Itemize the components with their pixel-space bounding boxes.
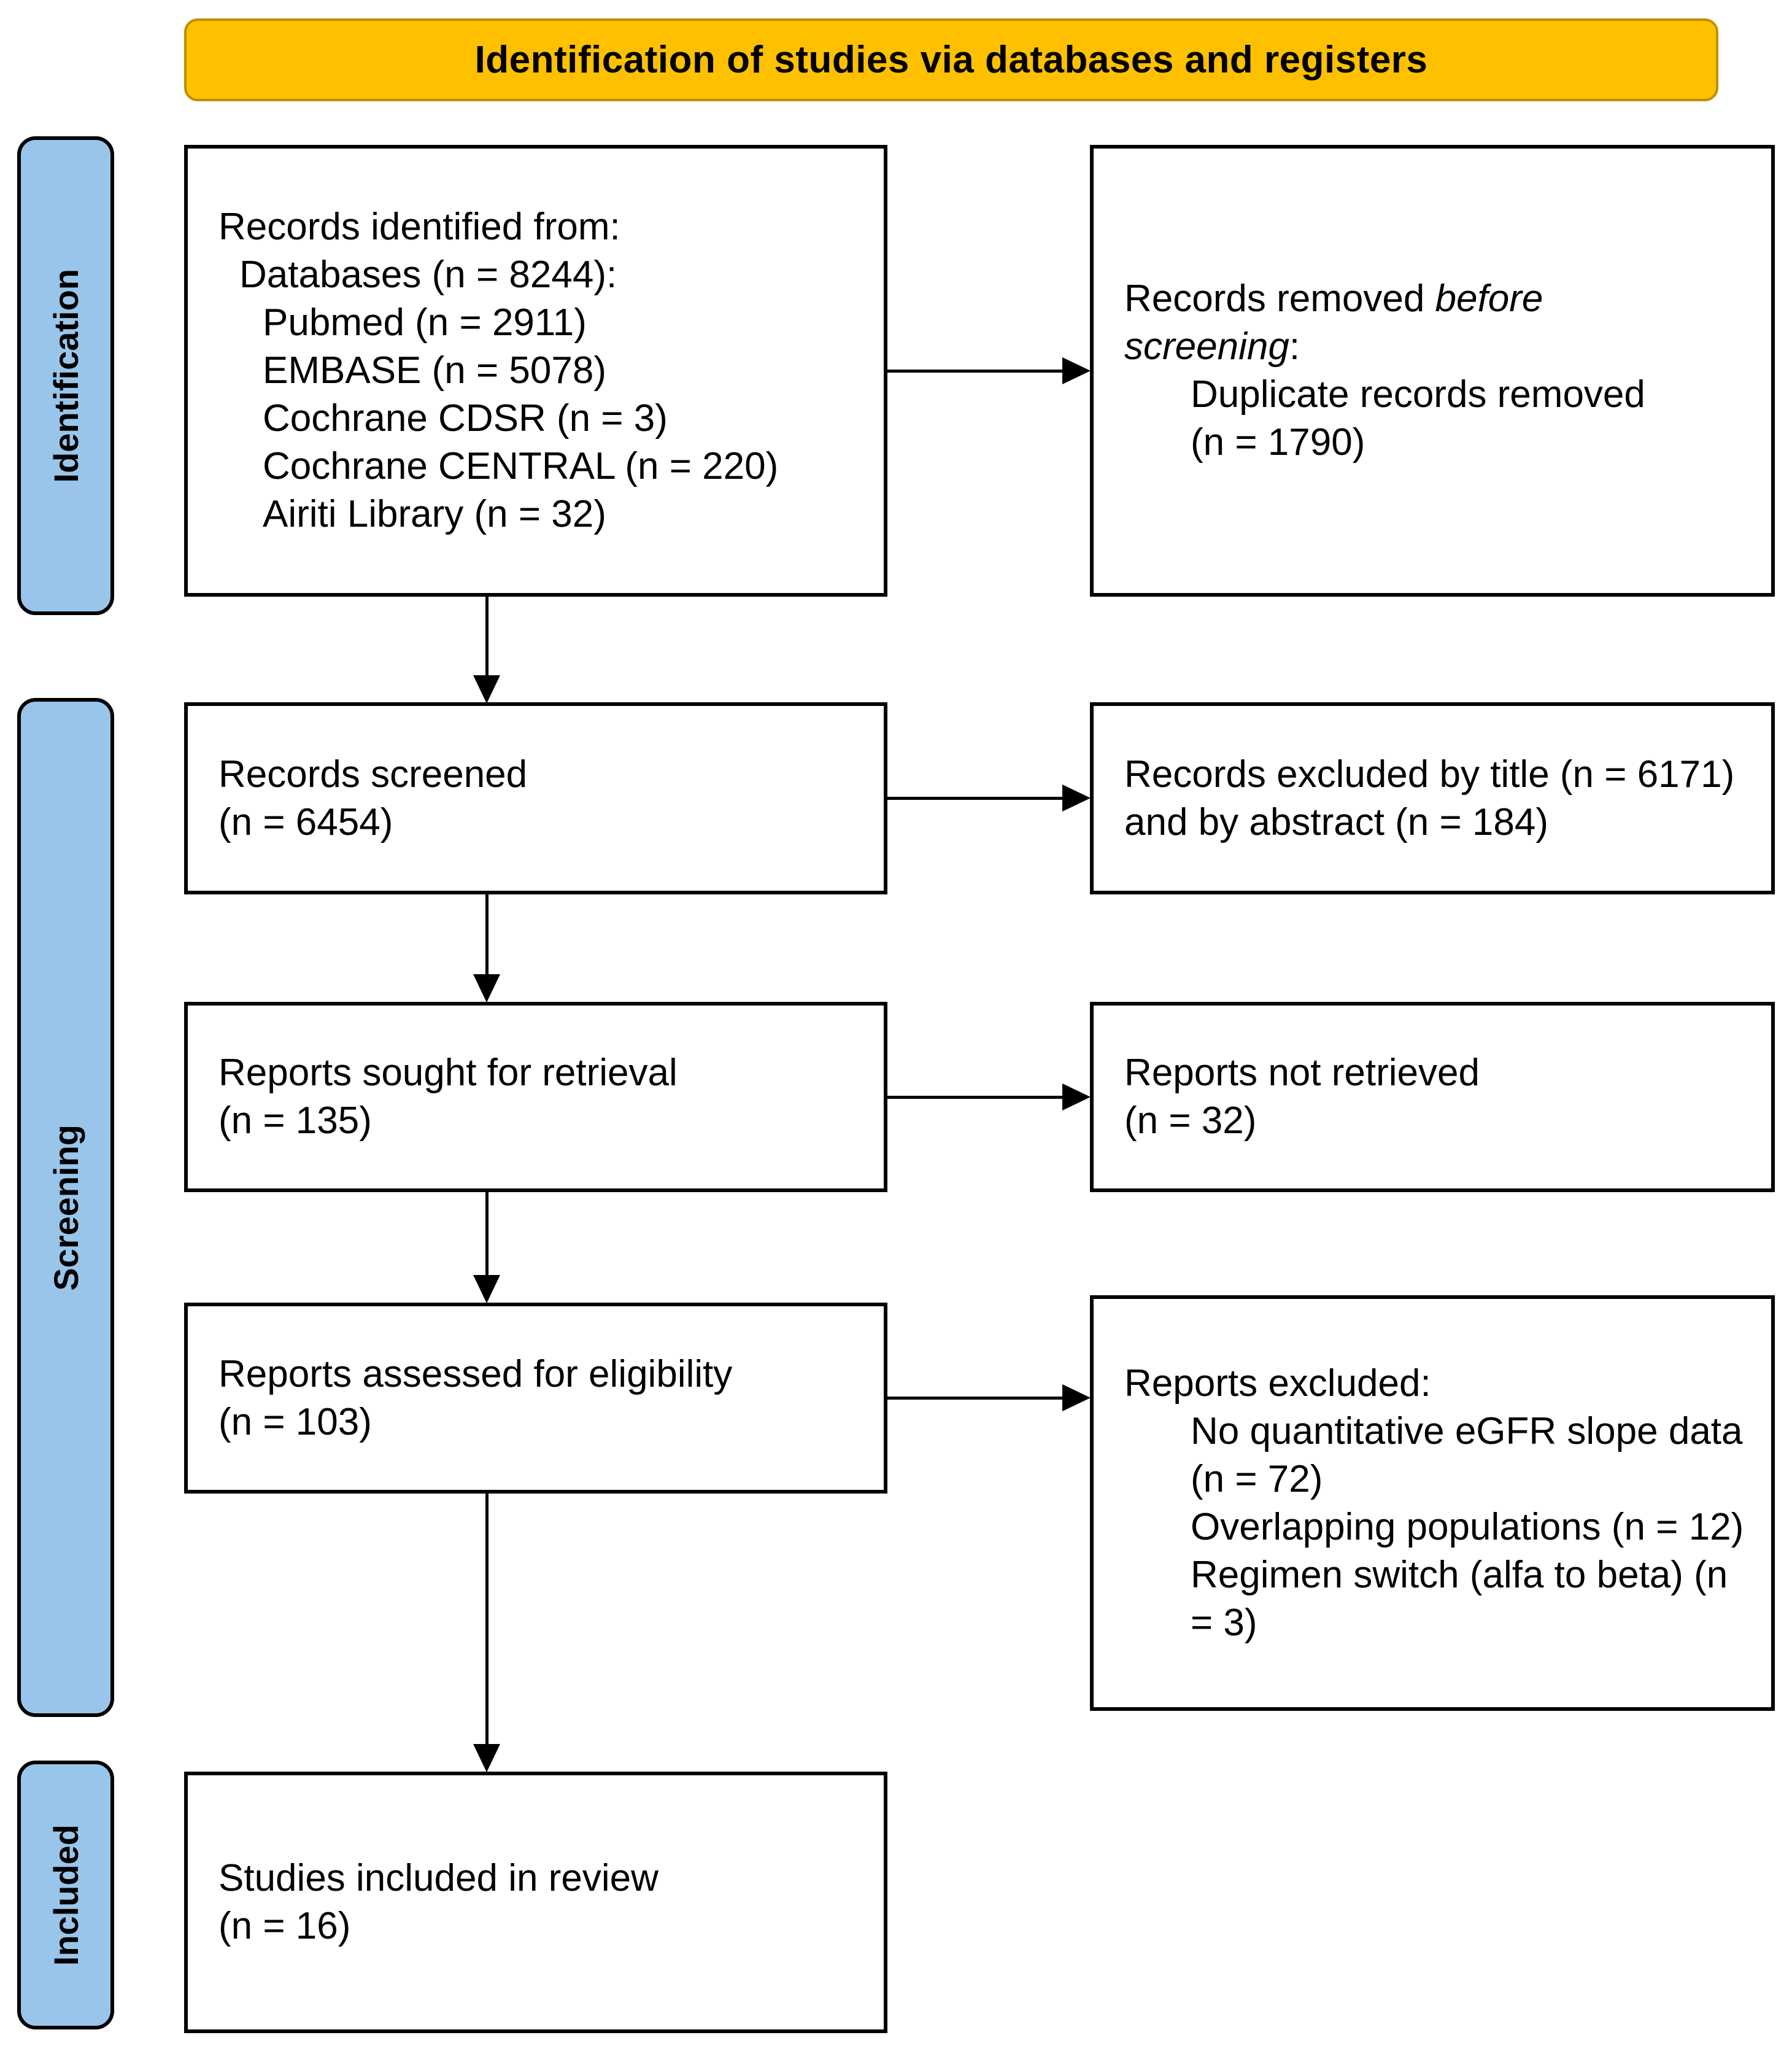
box-text-segment: : <box>1289 325 1300 368</box>
box-text-segment: No quantitative eGFR slope data (n = 72) <box>1191 1409 1743 1500</box>
box-text-line: (n = 16) <box>218 1902 869 1950</box>
stage-band-included: Included <box>17 1761 114 2029</box>
box-text-segment: Reports assessed for eligibility <box>218 1352 733 1395</box>
arrow-assessed-to-reports-excluded-shaft <box>887 1397 1062 1400</box>
box-text-segment: Duplicate records removed <box>1191 373 1645 416</box>
box-text-segment: Regimen switch (alfa to beta) (n = 3) <box>1191 1553 1728 1644</box>
box-text-segment: Cochrane CDSR (n = 3) <box>263 397 668 440</box>
box-text-segment: Cochrane CENTRAL (n = 220) <box>263 445 779 487</box>
box-text-line: Records excluded by title (n = 6171) and… <box>1124 751 1756 847</box>
box-text-line: Duplicate records removed <box>1191 371 1756 419</box>
stage-band-screening: Screening <box>17 698 114 1717</box>
box-text-segment-italic: before <box>1435 277 1543 320</box>
arrow-screened-to-excluded-shaft <box>887 797 1062 800</box>
box-studies-included-text: Studies included in review (n = 16) <box>218 1854 869 1950</box>
box-text-segment: (n = 1790) <box>1191 421 1365 463</box>
box-text-segment-italic: screening <box>1124 325 1289 368</box>
stage-label-screening: Screening <box>46 1124 85 1291</box>
box-reports-not-retrieved: Reports not retrieved (n = 32) <box>1090 1002 1775 1192</box>
box-records-screened: Records screened(n = 6454) <box>184 702 887 894</box>
box-text-line: (n = 1790) <box>1191 419 1756 467</box>
box-records-screened-text: Records screened(n = 6454) <box>218 751 869 847</box>
box-reports-assessed-text: Reports assessed for eligibility (n = 103… <box>218 1351 869 1446</box>
box-text-segment: Studies included in review <box>218 1857 658 1899</box>
box-text-line: screening: <box>1124 323 1756 371</box>
box-text-segment: Reports not retrieved <box>1124 1052 1480 1094</box>
box-records-excluded: Records excluded by title (n = 6171) and… <box>1090 702 1775 894</box>
box-text-line: Databases (n = 8244): <box>239 251 869 299</box>
box-text-line: Reports sought for retrieval <box>218 1049 869 1097</box>
box-text-line: EMBASE (n = 5078) <box>263 347 869 395</box>
box-text-segment: Records removed <box>1124 277 1435 320</box>
box-text-line: Records screened <box>218 751 869 799</box>
box-text-segment: Databases (n = 8244): <box>239 254 617 296</box>
arrow-assessed-to-included-shaft <box>485 1494 489 1744</box>
box-reports-not-retrieved-text: Reports not retrieved (n = 32) <box>1124 1049 1756 1145</box>
box-text-line: Reports not retrieved <box>1124 1049 1756 1097</box>
box-text-segment: Overlapping populations (n = 12) <box>1191 1505 1744 1548</box>
box-text-segment: Records screened <box>218 753 528 796</box>
arrow-screened-to-excluded-head-icon <box>1062 785 1091 812</box>
box-text-segment: EMBASE (n = 5078) <box>263 349 606 392</box>
arrow-assessed-to-reports-excluded-head-icon <box>1062 1384 1091 1411</box>
arrow-identified-to-removed-head-icon <box>1062 357 1091 384</box>
box-text-line: Records removed before <box>1124 275 1756 323</box>
box-records-excluded-text: Records excluded by title (n = 6171) and… <box>1124 751 1756 847</box>
box-text-line: Regimen switch (alfa to beta) (n = 3) <box>1191 1551 1756 1647</box>
box-text-line: Reports assessed for eligibility <box>218 1351 869 1398</box>
banner-title: Identification of studies via databases … <box>474 39 1428 81</box>
box-text-segment: (n = 16) <box>218 1905 351 1947</box>
box-text-line: Studies included in review <box>218 1854 869 1902</box>
box-text-line: (n = 103) <box>218 1398 869 1446</box>
box-text-segment: Pubmed (n = 2911) <box>263 301 587 344</box>
box-text-line: (n = 32) <box>1124 1097 1756 1145</box>
box-reports-excluded-text: Reports excluded:No quantitative eGFR sl… <box>1124 1360 1756 1647</box>
box-reports-assessed: Reports assessed for eligibility (n = 103… <box>184 1303 887 1494</box>
box-text-segment: (n = 103) <box>218 1400 372 1443</box>
box-text-line: Reports excluded: <box>1124 1360 1756 1408</box>
arrow-screened-to-sought-head-icon <box>473 974 500 1002</box>
arrow-screened-to-sought-shaft <box>485 894 489 974</box>
box-text-segment: (n = 6454) <box>218 800 393 843</box>
stage-label-included: Included <box>46 1824 85 1966</box>
arrow-sought-to-not-retrieved-head-icon <box>1062 1083 1091 1110</box>
box-text-line: No quantitative eGFR slope data (n = 72) <box>1191 1408 1756 1503</box>
box-text-segment: Airiti Library (n = 32) <box>263 493 606 535</box>
banner: Identification of studies via databases … <box>184 18 1718 101</box>
box-text-segment: (n = 32) <box>1124 1099 1257 1142</box>
box-text-segment: (n = 135) <box>218 1099 372 1142</box>
box-reports-sought-text: Reports sought for retrieval (n = 135) <box>218 1049 869 1145</box>
box-text-line: Airiti Library (n = 32) <box>263 490 869 538</box>
box-text-line: (n = 135) <box>218 1097 869 1145</box>
arrow-sought-to-assessed-shaft <box>485 1192 489 1275</box>
box-text-line: Records identified from: <box>218 203 869 251</box>
box-text-line: Cochrane CENTRAL (n = 220) <box>263 443 869 490</box>
box-text-segment: Records excluded by title (n = 6171) and… <box>1124 753 1735 843</box>
box-text-line: Pubmed (n = 2911) <box>263 299 869 347</box>
box-text-segment: Records identified from: <box>218 206 620 248</box>
arrow-sought-to-assessed-head-icon <box>473 1275 500 1303</box>
box-text-segment: Reports excluded: <box>1124 1362 1431 1405</box>
arrow-identified-to-removed-shaft <box>887 370 1062 373</box>
arrow-identified-to-screened-head-icon <box>473 675 500 703</box>
box-text-line: Cochrane CDSR (n = 3) <box>263 395 869 443</box>
box-studies-included: Studies included in review (n = 16) <box>184 1772 887 2033</box>
arrow-identified-to-screened-shaft <box>485 597 489 675</box>
box-records-identified: Records identified from: Databases (n = 8… <box>184 145 887 597</box>
box-text-line: Overlapping populations (n = 12) <box>1191 1503 1756 1551</box>
box-text-line: (n = 6454) <box>218 799 869 847</box>
arrow-sought-to-not-retrieved-shaft <box>887 1096 1062 1099</box>
arrow-assessed-to-included-head-icon <box>473 1744 500 1772</box>
stage-band-identification: Identification <box>17 136 114 615</box>
box-reports-excluded: Reports excluded:No quantitative eGFR sl… <box>1090 1295 1775 1711</box>
box-text-segment: Reports sought for retrieval <box>218 1052 678 1094</box>
stage-label-identification: Identification <box>46 268 85 483</box>
box-reports-sought: Reports sought for retrieval (n = 135) <box>184 1002 887 1192</box>
box-records-identified-text: Records identified from: Databases (n = 8… <box>218 203 869 538</box>
